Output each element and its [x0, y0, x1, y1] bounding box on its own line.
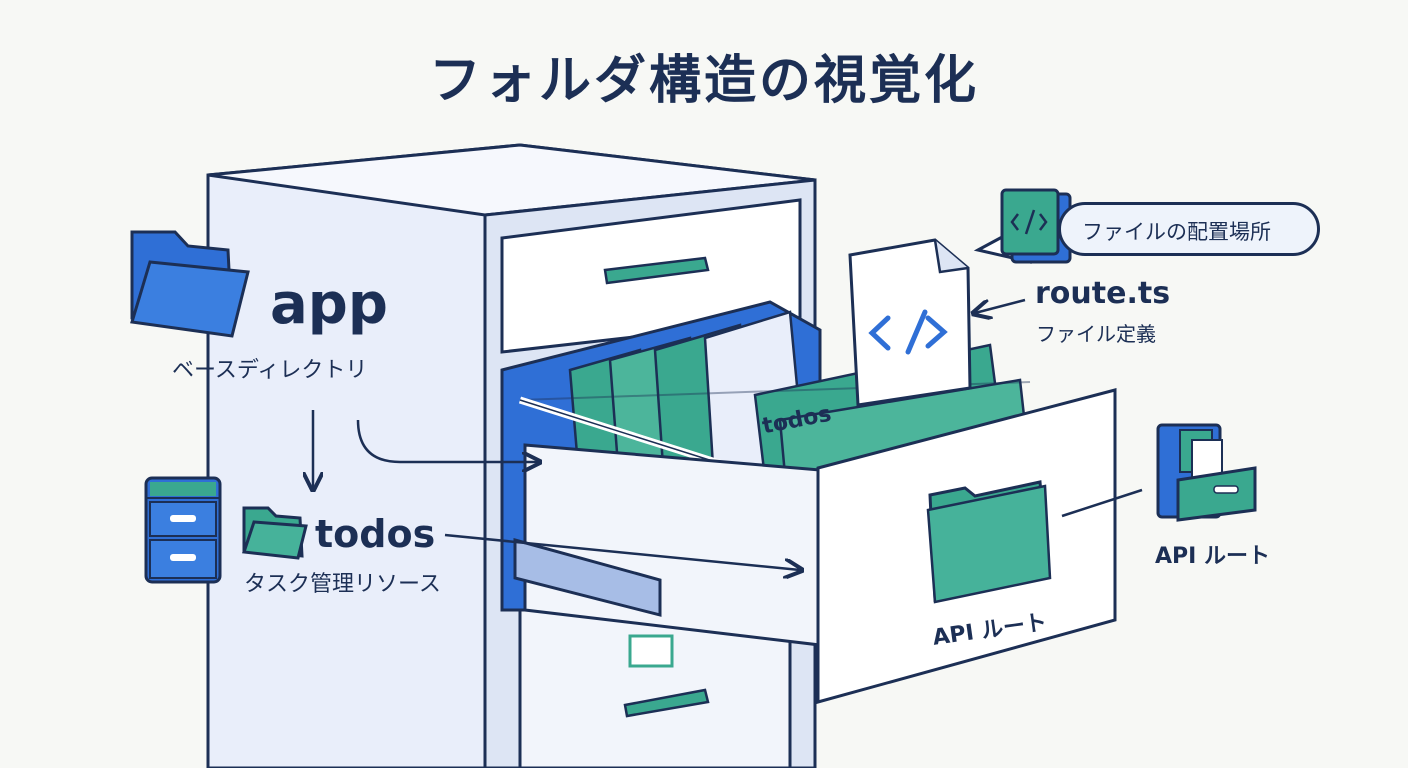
callout-label: ファイルの配置場所 [1082, 220, 1271, 244]
page-title: フォルダ構造の視覚化 [428, 51, 979, 111]
todos-folder-icon [241, 506, 308, 560]
cabinet-icon [144, 476, 222, 584]
api-right-label: API ルート [1155, 544, 1270, 569]
route-label: route.ts [1035, 276, 1171, 311]
todos-label: todos [315, 512, 436, 556]
callout-pill [1058, 202, 1320, 256]
app-desc: ベースディレクトリ [172, 358, 368, 383]
todos-desc: タスク管理リソース [244, 572, 441, 597]
callout-code-icon [973, 188, 1072, 264]
app-label: app [270, 272, 388, 337]
folder-icon [926, 480, 1052, 604]
open-drawer [500, 300, 1117, 704]
code-file-icon [848, 238, 972, 407]
app-folder-icon [130, 230, 250, 338]
connector-arrows [313, 298, 1143, 570]
route-desc: ファイル定義 [1036, 322, 1156, 346]
open-cabinet-icon [1156, 423, 1257, 522]
